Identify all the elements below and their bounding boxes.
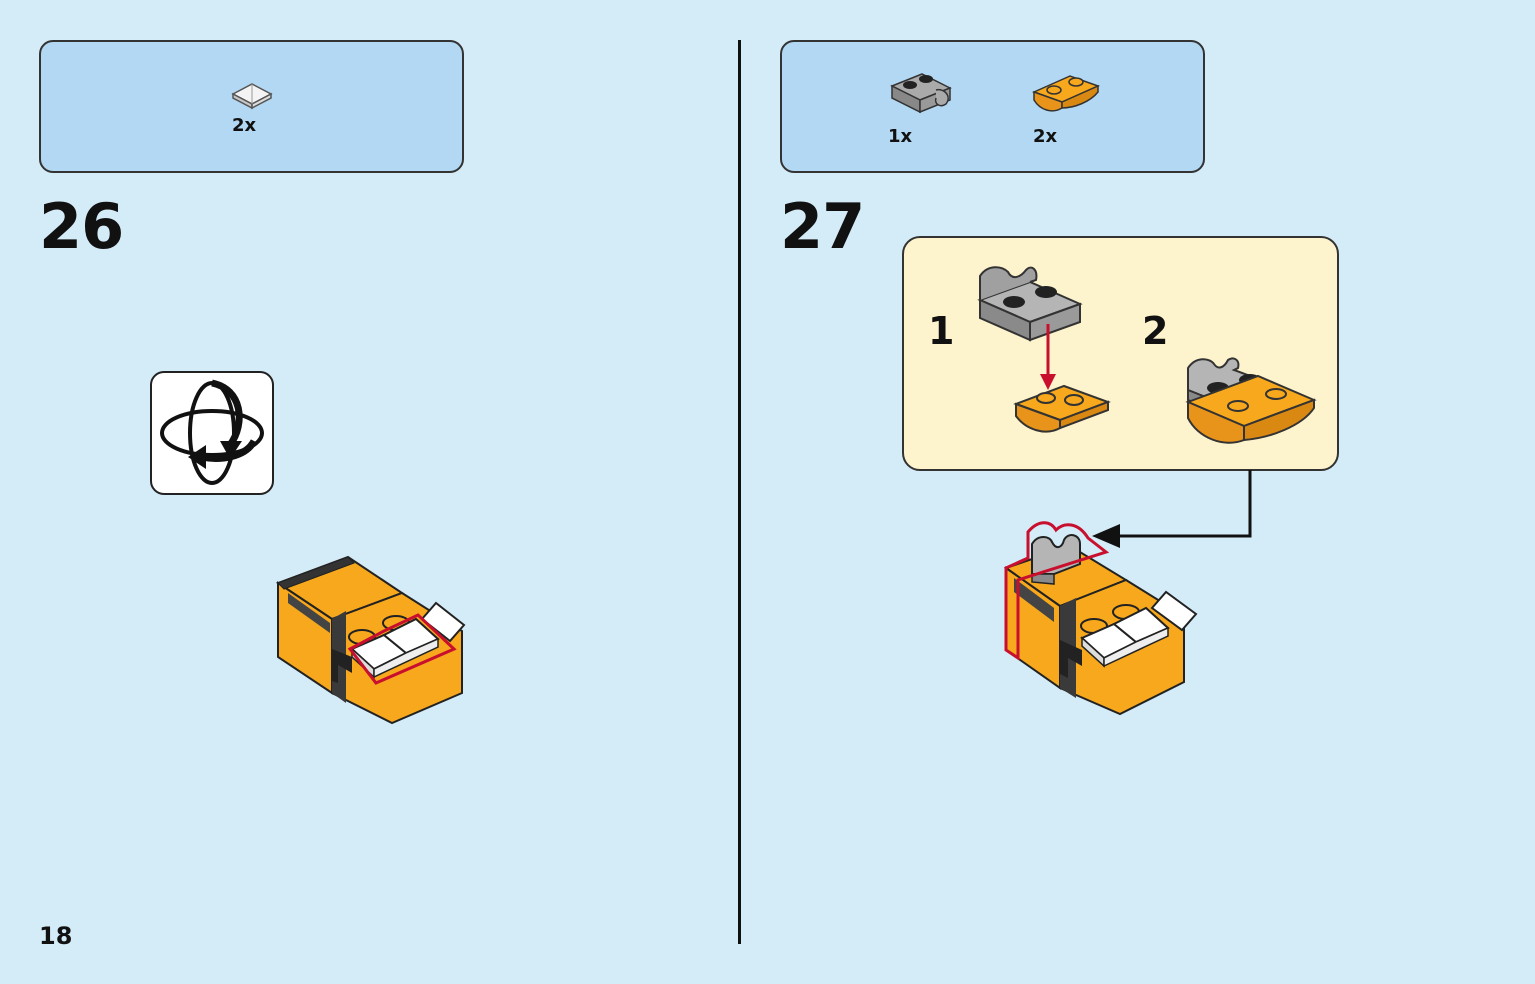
page-divider xyxy=(738,40,741,944)
step-26-model xyxy=(275,555,466,725)
gray-clip-plate-icon xyxy=(890,73,952,114)
gray-clip-plate-icon xyxy=(977,266,1083,342)
page-number: 18 xyxy=(39,922,73,950)
substep-number: 2 xyxy=(1142,309,1169,353)
callout-leader-arrow xyxy=(1092,470,1252,548)
step-26-parts-box: 2x xyxy=(39,40,464,173)
subassembly-callout: 1 2 xyxy=(902,236,1339,471)
assembly-arrow xyxy=(1040,324,1056,390)
part-quantity: 1x xyxy=(888,126,913,147)
step-number: 27 xyxy=(780,190,865,263)
subassembly-result xyxy=(1185,357,1317,444)
rotate-model-icon xyxy=(150,371,274,495)
part-quantity: 2x xyxy=(232,115,257,136)
orange-curved-plate-icon xyxy=(1013,384,1111,433)
step-number: 26 xyxy=(39,190,124,263)
part-quantity: 2x xyxy=(1033,126,1058,147)
step-27-parts-box: 1x 2x xyxy=(780,40,1205,173)
substep-number: 1 xyxy=(928,309,955,353)
step-27-model xyxy=(1003,521,1198,716)
white-slope-tile-icon xyxy=(231,83,273,110)
orange-curved-plate-icon xyxy=(1031,75,1101,112)
